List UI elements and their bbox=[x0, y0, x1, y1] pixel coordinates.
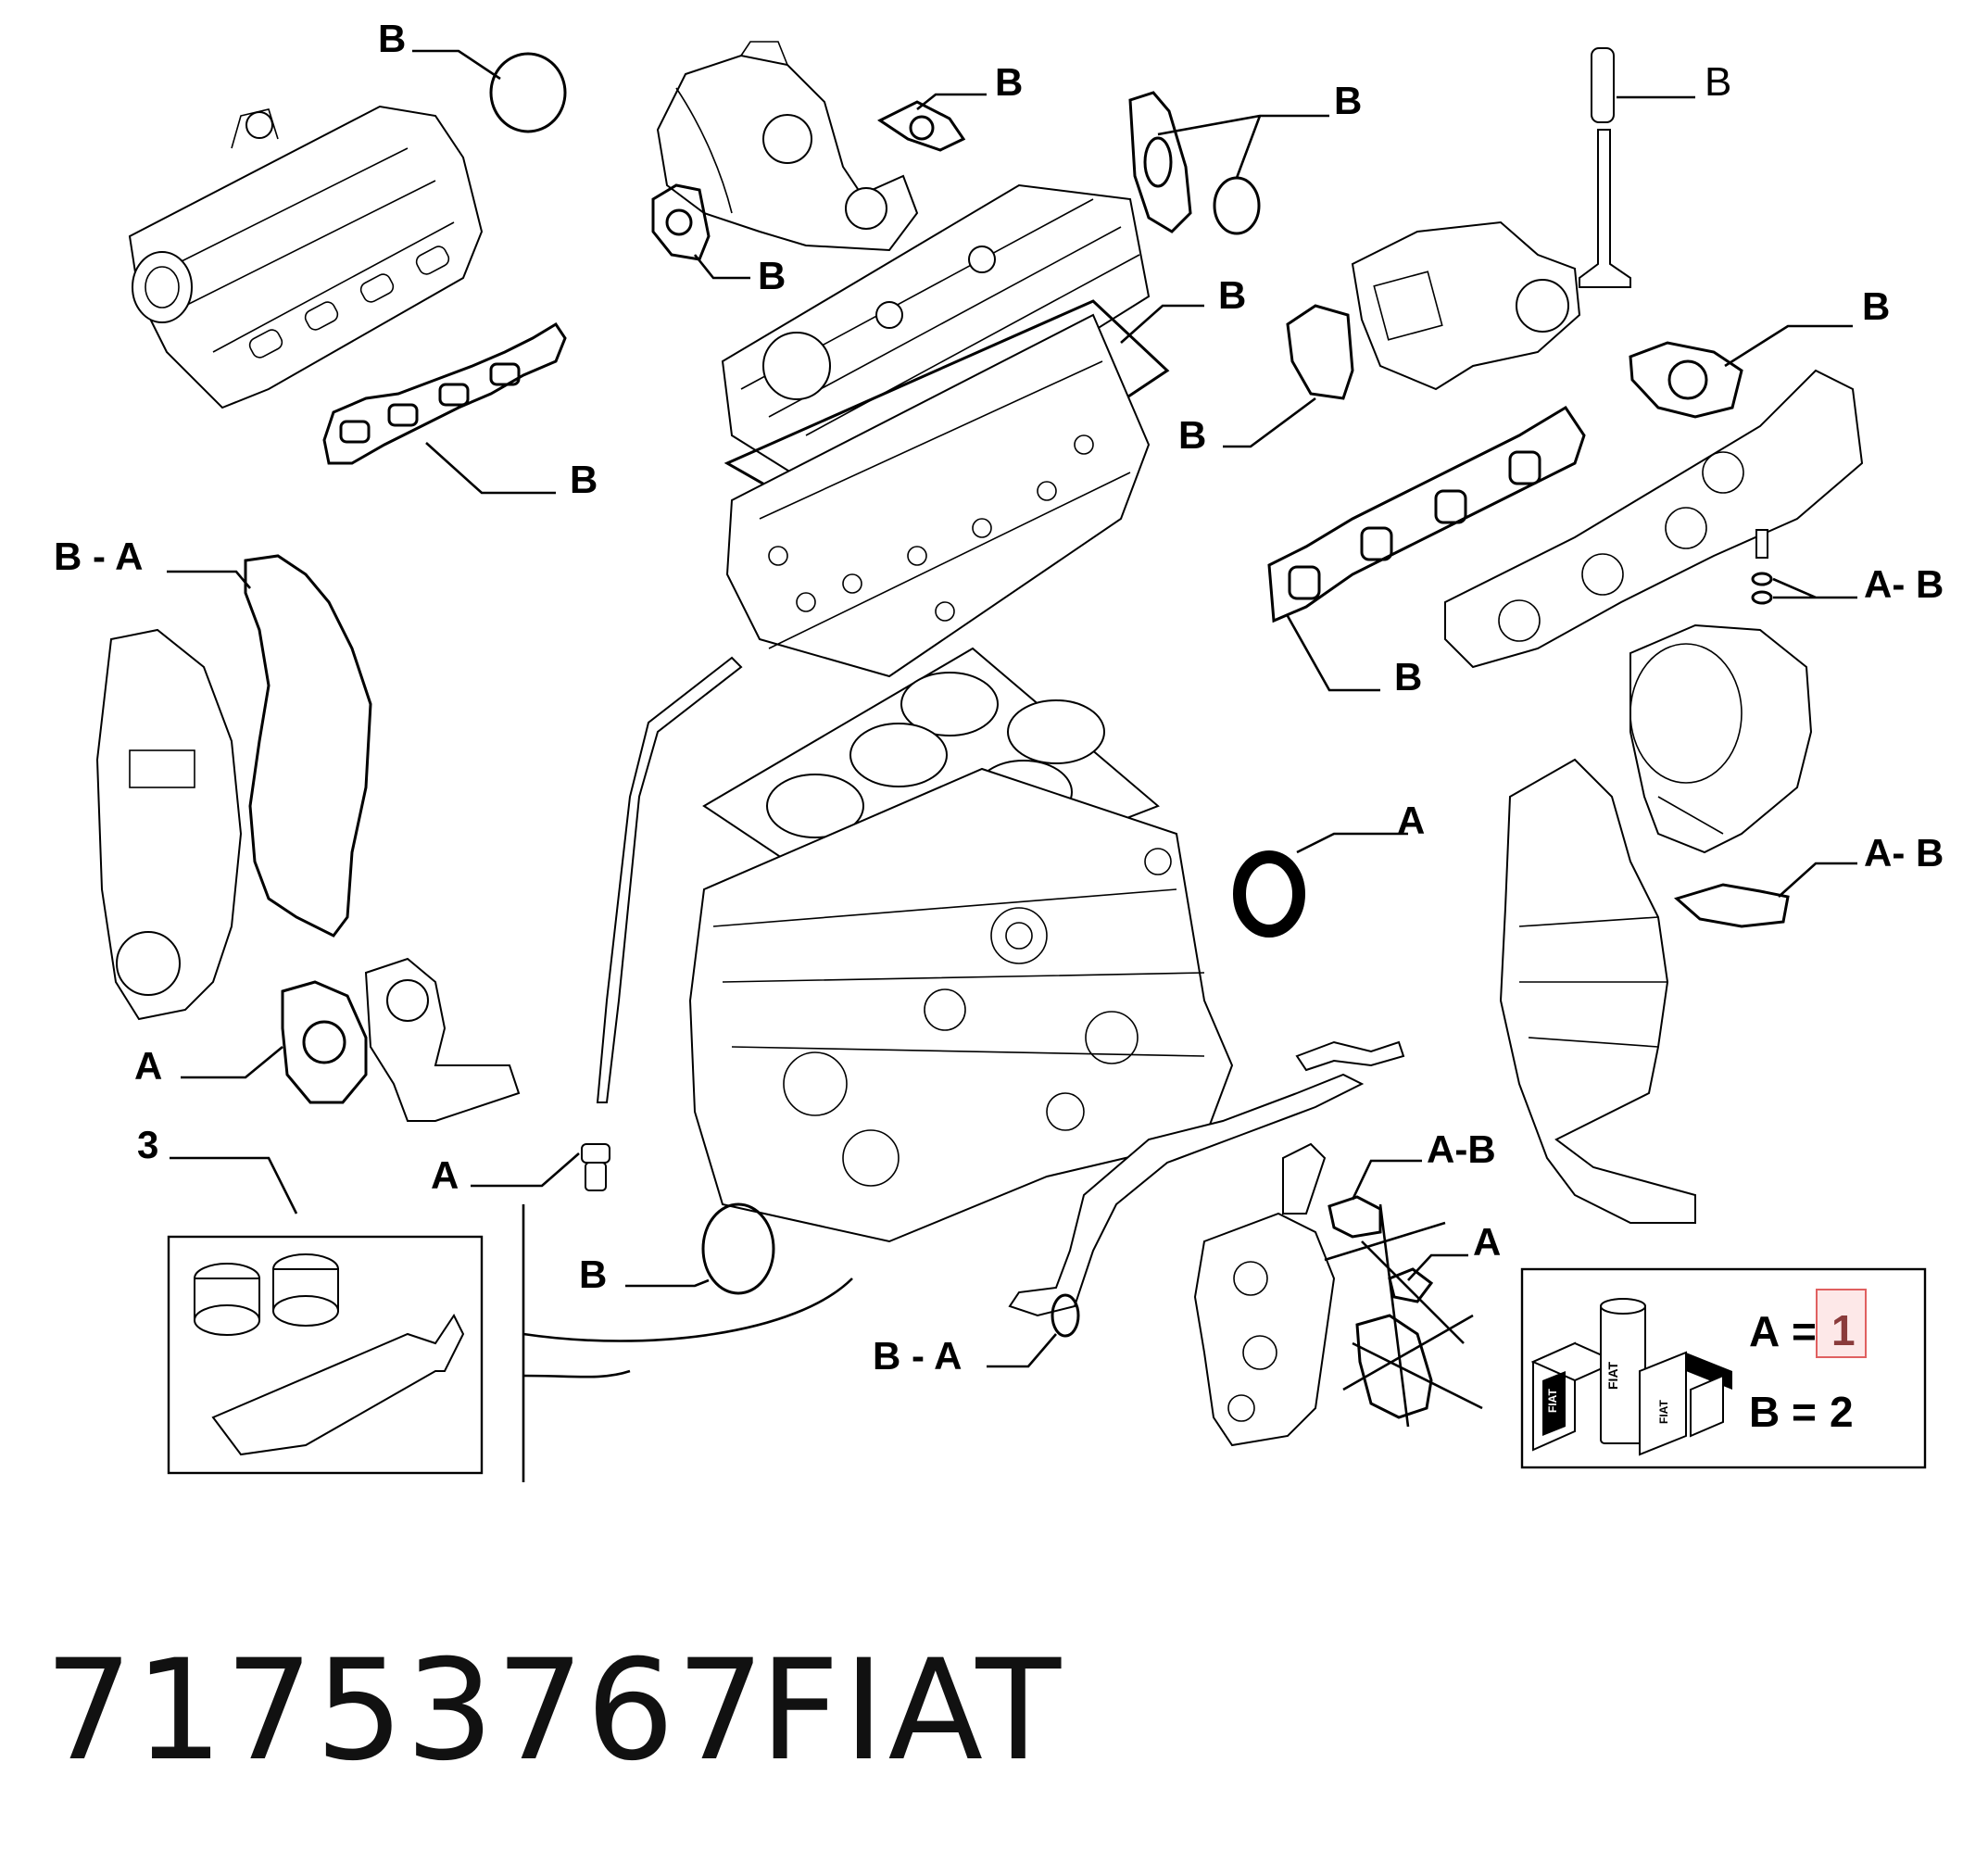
parts-diagram: B B B B B B B B B B B - A A- B A A- B A … bbox=[54, 17, 1944, 1482]
pipe-oring bbox=[1051, 1293, 1080, 1338]
callout-oil-cooler-gasket: A bbox=[1473, 1220, 1501, 1264]
callout-throttle-gaskets: B bbox=[1334, 79, 1362, 122]
callout-valve-seal: B bbox=[1705, 59, 1731, 105]
callout-turbo-flange-gasket: B bbox=[1862, 284, 1890, 328]
thermostat-gasket bbox=[1286, 304, 1354, 400]
callout-drain-plug: A bbox=[431, 1153, 459, 1197]
callout-thermostat-gasket: B bbox=[1178, 413, 1206, 457]
throttle-gaskets bbox=[1128, 91, 1261, 235]
oil-cooler-gasket bbox=[1324, 1203, 1483, 1428]
callout-pipe-oring: B - A bbox=[873, 1334, 962, 1378]
egr-gasket-bottom bbox=[651, 183, 711, 261]
callout-egr-gasket-top: B bbox=[995, 60, 1023, 104]
thermostat-housing bbox=[1351, 220, 1581, 391]
legend-a-highlight bbox=[1816, 1289, 1867, 1358]
callout-timing-cover-gasket: B - A bbox=[54, 535, 143, 578]
callout-intake-oring: B bbox=[378, 17, 406, 60]
callout-water-pump-gasket: A bbox=[134, 1044, 162, 1088]
callout-exhaust-gasket: B bbox=[1394, 655, 1422, 699]
box-brand-label-1: FIAT bbox=[1546, 1389, 1559, 1413]
legend-a-label: A bbox=[1749, 1307, 1780, 1355]
engine-block bbox=[688, 767, 1234, 1243]
drain-plug bbox=[581, 1143, 610, 1191]
front-oring bbox=[701, 1202, 775, 1295]
intake-manifold bbox=[128, 105, 484, 409]
callout-egr-gasket-bottom: B bbox=[758, 254, 786, 297]
turbo-outlet-gasket bbox=[1673, 883, 1790, 928]
can-brand-label: FIAT bbox=[1605, 1361, 1620, 1390]
fiat-parts-icon: FIAT FIAT FIAT bbox=[1530, 1298, 1732, 1456]
callout-rear-seal: A bbox=[1397, 799, 1425, 842]
box-brand-label-2: FIAT bbox=[1657, 1400, 1670, 1424]
callout-oil-filter-gasket: A-B bbox=[1427, 1127, 1496, 1171]
turbo-washers bbox=[1751, 529, 1773, 605]
part-number: 71753767 bbox=[44, 1630, 767, 1792]
exhaust-gasket bbox=[1267, 405, 1586, 623]
cylinder-head bbox=[721, 183, 1170, 678]
oil-filter-housing bbox=[1193, 1142, 1336, 1447]
intake-oring bbox=[489, 52, 567, 133]
intake-gasket bbox=[322, 321, 567, 465]
oil-filter-gasket bbox=[1327, 1195, 1382, 1239]
leader-lines bbox=[167, 49, 1857, 1368]
timing-cover bbox=[95, 628, 243, 1021]
legend-b-equals: = bbox=[1792, 1388, 1817, 1436]
turbo-flange-gasket bbox=[1629, 341, 1743, 419]
legend-b-value: 2 bbox=[1830, 1388, 1854, 1436]
exhaust-manifold bbox=[1444, 369, 1864, 669]
water-pump bbox=[364, 957, 521, 1122]
dipstick-tube bbox=[596, 656, 743, 1103]
egr-gasket-top bbox=[877, 100, 966, 152]
brand-name: FIAT bbox=[760, 1630, 1065, 1792]
coolant-pipe bbox=[1008, 1040, 1405, 1317]
legend-a-value: 1 bbox=[1831, 1306, 1856, 1354]
timing-cover-gasket bbox=[244, 554, 372, 938]
turbocharger bbox=[1629, 623, 1813, 854]
callout-turbo-washers: A- B bbox=[1864, 562, 1944, 606]
egr-valve bbox=[656, 41, 919, 252]
callout-turbo-outlet-gasket: A- B bbox=[1864, 831, 1944, 875]
separator-lines bbox=[522, 1204, 853, 1482]
rear-seal bbox=[1233, 850, 1305, 938]
catalytic-converter bbox=[1499, 758, 1696, 1224]
callout-front-oring: B bbox=[579, 1252, 607, 1296]
water-pump-gasket bbox=[281, 980, 368, 1104]
quantity-legend: FIAT FIAT FIAT A = 1 B = 2 bbox=[1520, 1267, 1927, 1469]
valve-and-seal bbox=[1579, 47, 1631, 288]
callout-intake-gasket: B bbox=[570, 458, 598, 501]
legend-a-equals: = bbox=[1792, 1307, 1817, 1355]
kit-box bbox=[167, 1235, 484, 1475]
callout-labels: B B B B B B B B B B B - A A- B A A- B A … bbox=[54, 17, 1944, 1378]
callout-kit-item: 3 bbox=[137, 1123, 158, 1166]
callout-head-cover-gasket: B bbox=[1218, 273, 1246, 317]
legend-b-label: B bbox=[1749, 1388, 1780, 1436]
